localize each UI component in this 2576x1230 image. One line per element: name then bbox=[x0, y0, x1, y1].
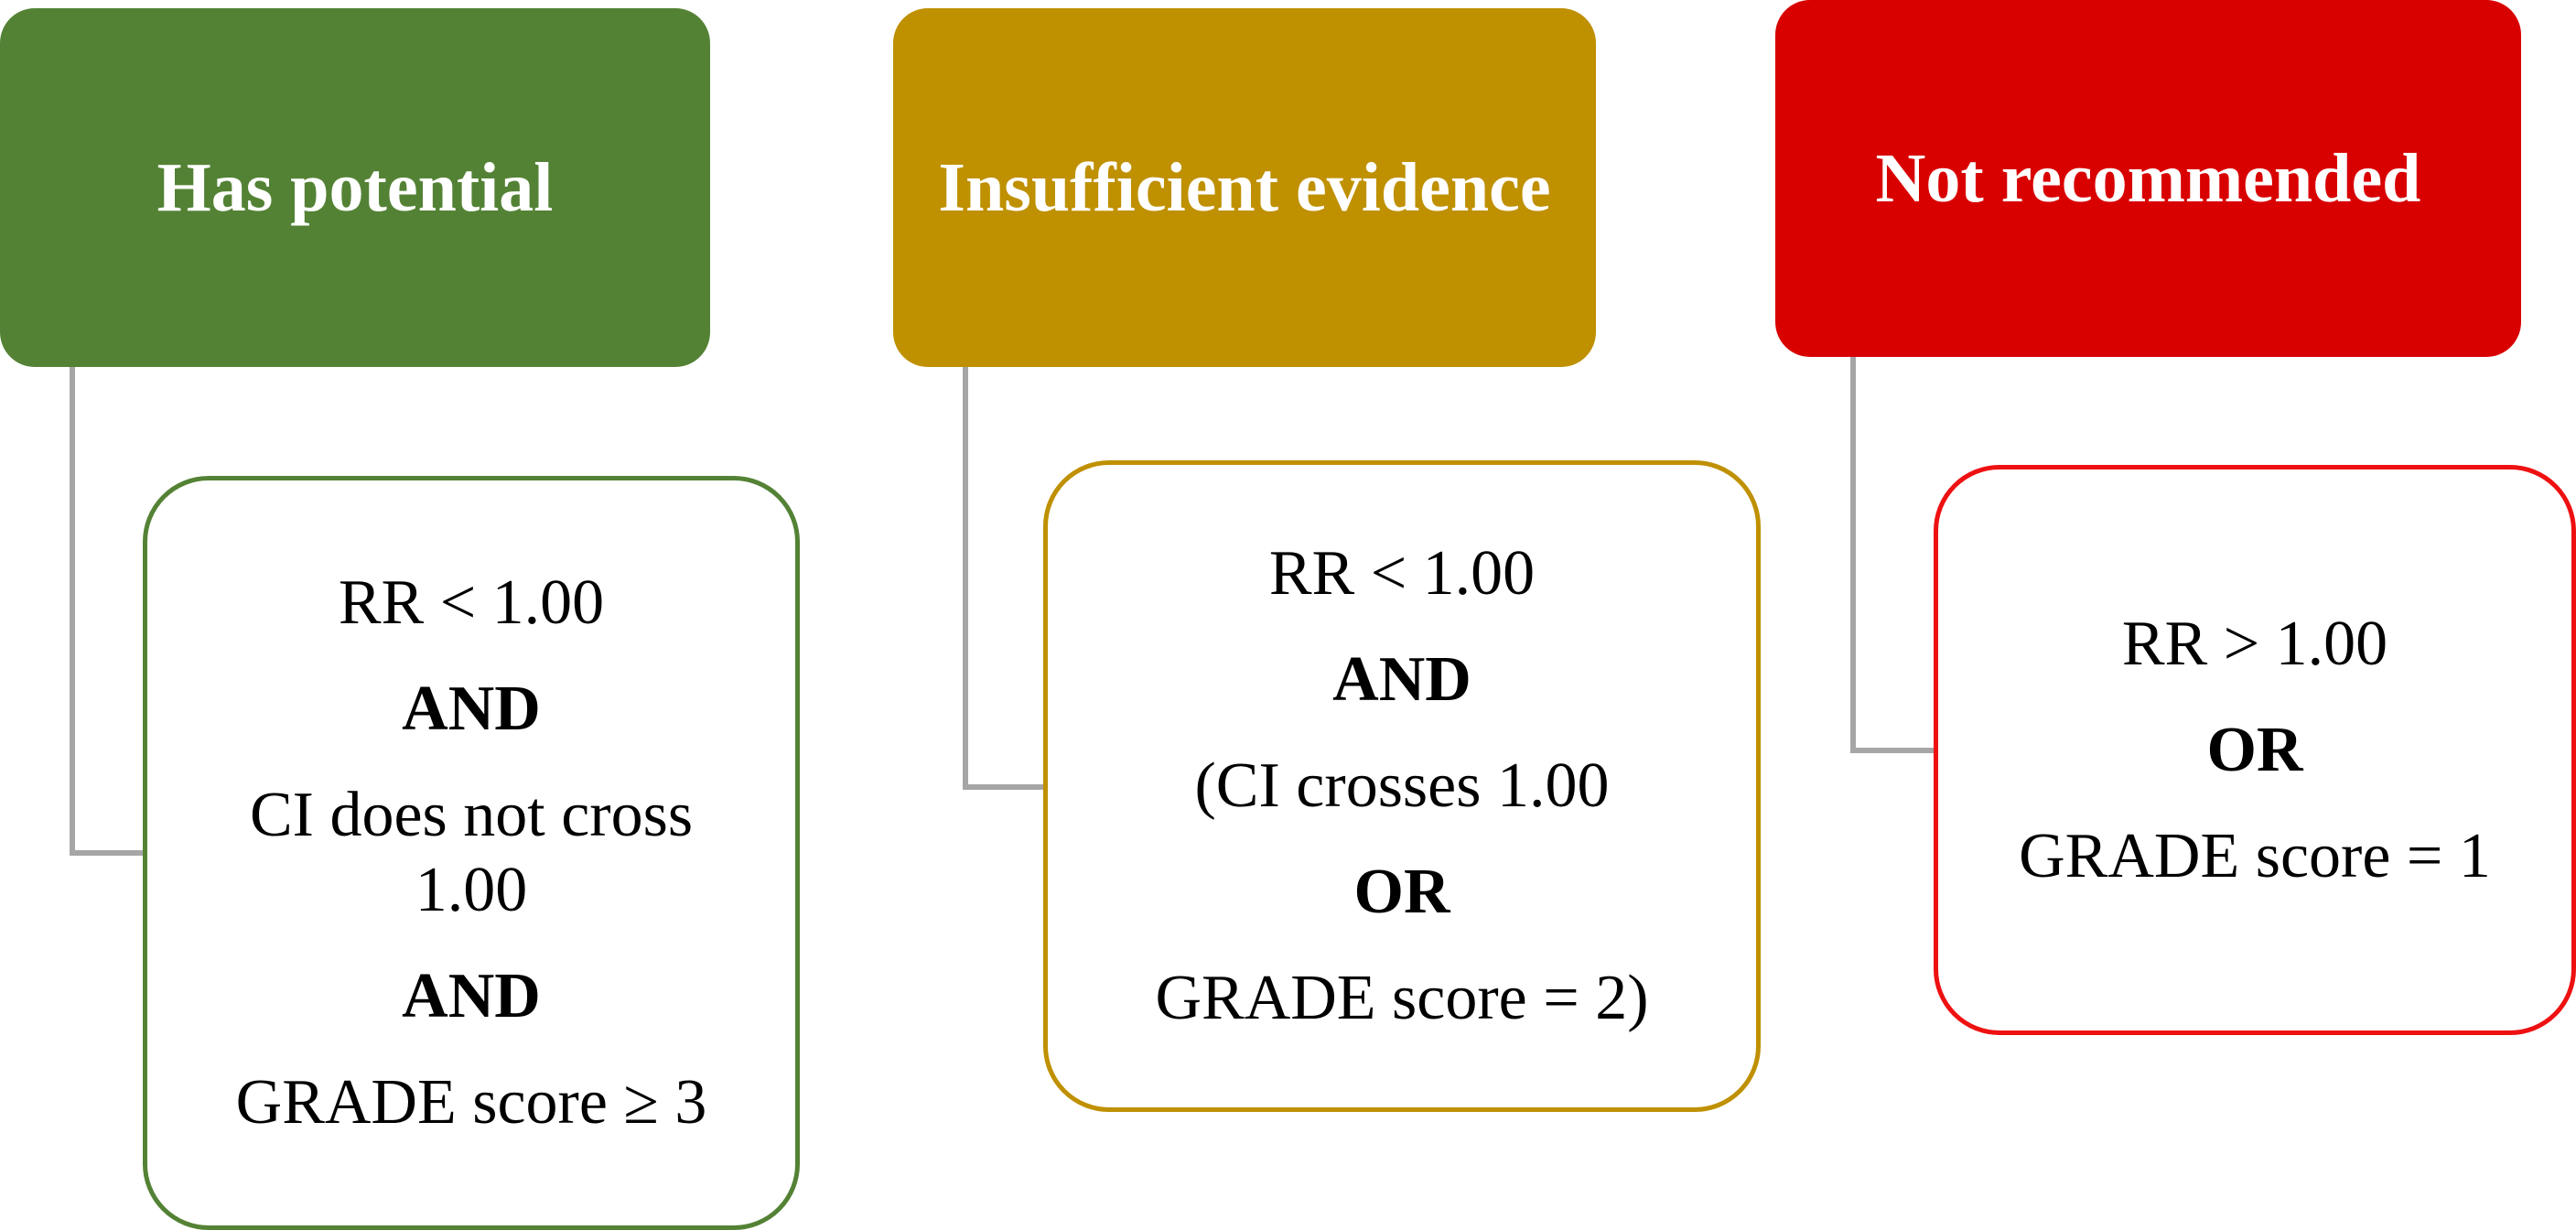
criterion-rr-greater: RR > 1.00 bbox=[2121, 608, 2388, 679]
criterion-grade-score: GRADE score ≥ 3 bbox=[235, 1067, 707, 1138]
criterion-grade-score: GRADE score = 1 bbox=[2019, 820, 2491, 891]
has-potential-header: Has potential bbox=[0, 8, 710, 367]
operator-and: AND bbox=[1332, 644, 1471, 715]
criterion-ci-crosses: (CI crosses 1.00 bbox=[1194, 750, 1610, 821]
not-recommended-criteria-box: RR > 1.00 OR GRADE score = 1 bbox=[1934, 465, 2576, 1035]
not-recommended-header: Not recommended bbox=[1775, 0, 2521, 357]
connector-has-potential bbox=[70, 366, 145, 856]
has-potential-title: Has potential bbox=[156, 148, 554, 226]
has-potential-criteria-box: RR < 1.00 AND CI does not cross 1.00 AND… bbox=[143, 476, 800, 1230]
insufficient-evidence-criteria-box: RR < 1.00 AND (CI crosses 1.00 OR GRADE … bbox=[1043, 460, 1761, 1112]
insufficient-evidence-header: Insufficient evidence bbox=[893, 8, 1596, 367]
insufficient-evidence-title: Insufficient evidence bbox=[938, 148, 1551, 226]
connector-not-recommended bbox=[1850, 355, 1936, 753]
criterion-rr-less: RR < 1.00 bbox=[338, 567, 605, 638]
operator-or: OR bbox=[2206, 714, 2303, 785]
operator-or: OR bbox=[1353, 857, 1450, 927]
criterion-ci-value: 1.00 bbox=[415, 855, 528, 925]
operator-and: AND bbox=[402, 961, 541, 1031]
operator-and: AND bbox=[402, 674, 541, 744]
connector-insufficient-evidence bbox=[963, 366, 1045, 790]
not-recommended-title: Not recommended bbox=[1875, 139, 2421, 217]
criterion-ci-not-cross: CI does not cross bbox=[249, 780, 694, 850]
criterion-rr-less: RR < 1.00 bbox=[1268, 538, 1536, 609]
criterion-grade-score: GRADE score = 2) bbox=[1155, 963, 1649, 1033]
